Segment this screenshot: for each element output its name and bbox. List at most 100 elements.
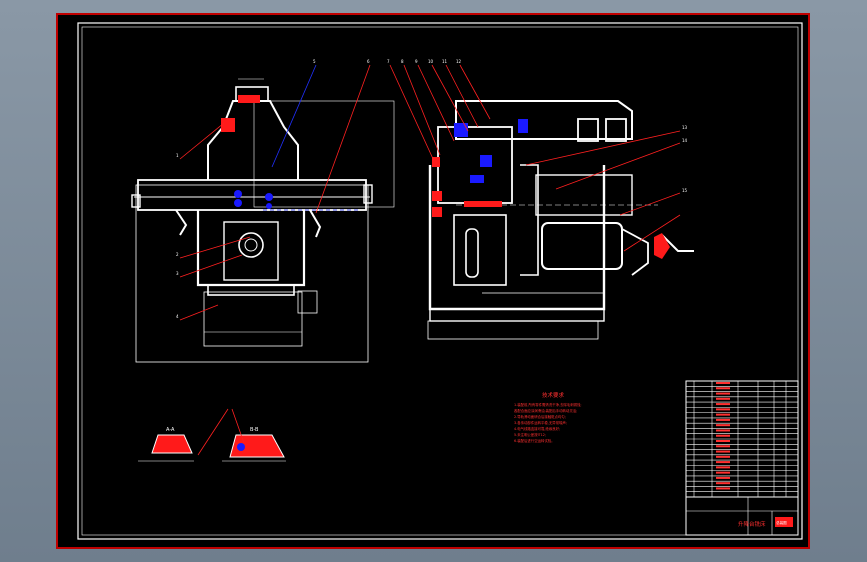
section-a-label: A-A — [166, 427, 175, 433]
part-red-top — [238, 95, 260, 103]
gear-hub — [244, 238, 258, 252]
section-a — [151, 434, 193, 454]
bom-cell-mark — [716, 408, 730, 411]
part-red-3 — [432, 157, 440, 167]
leader-13 — [555, 142, 681, 190]
bom-cell-mark — [716, 392, 730, 395]
leader-14 — [619, 192, 681, 216]
leader-12 — [525, 130, 681, 166]
bom-cell-mark — [716, 455, 730, 458]
stamp-box — [775, 517, 793, 527]
part-red-head — [221, 118, 235, 132]
bom-cell-mark — [716, 418, 730, 421]
leader-2 — [179, 122, 225, 160]
part-number: 14 — [682, 138, 688, 143]
drawing-name: 升降台铣床 — [738, 520, 766, 528]
part-blue-3 — [265, 193, 273, 201]
leader-4 — [179, 254, 243, 278]
bom-cell-mark — [716, 424, 730, 427]
drawing-canvas: A-A B-B 1 2 3 4 5 6 7 8 9 10 11 12 13 14… — [77, 22, 803, 540]
part-number: 11 — [442, 59, 448, 64]
part-number: 15 — [682, 188, 688, 193]
part-red-4 — [432, 191, 442, 201]
leader-5 — [179, 304, 219, 321]
part-number: 10 — [428, 59, 434, 64]
bom-cell-mark — [716, 450, 730, 453]
bom-rows — [686, 382, 798, 493]
bom-cell-mark — [716, 434, 730, 437]
leader-1 — [315, 64, 371, 214]
bom-cell-mark — [716, 382, 730, 384]
part-blue-8 — [518, 119, 528, 133]
bom-cell-mark — [716, 429, 730, 432]
side-leaders — [389, 64, 681, 252]
tech-req-line: 5.未注明公差按IT12; — [514, 432, 546, 437]
lower-box — [453, 214, 507, 286]
section-b-blue — [237, 443, 245, 451]
bom-cell-mark — [716, 397, 730, 400]
tech-req-line: 6.装配后进行空运转试验。 — [514, 438, 555, 443]
leader-6 — [389, 64, 435, 162]
part-blue-4 — [266, 203, 272, 209]
leader-10 — [445, 64, 479, 128]
front-base-rect — [203, 291, 303, 347]
technical-requirements: 技术要求 1.装配前,所有零件需清洗干净,去除毛刺锈蚀; 各配合面应涂润滑油,装… — [514, 391, 582, 443]
knee-side — [520, 164, 539, 276]
part-number: 6 — [367, 59, 370, 64]
column-body — [428, 165, 606, 311]
bom-cell-mark — [716, 482, 730, 485]
part-blue-6 — [480, 155, 492, 167]
part-number: 9 — [415, 59, 418, 64]
column-foot — [427, 320, 599, 340]
bom-cell-mark — [716, 487, 730, 490]
motor — [541, 222, 623, 270]
bom-frame — [685, 380, 799, 536]
leader-11 — [459, 64, 491, 120]
part-number: 2 — [176, 252, 179, 257]
tech-req-line: 4.电气线路连接可靠,绝缘良好; — [514, 426, 560, 431]
handwheel-right — [309, 209, 322, 238]
bom-cell-mark — [716, 476, 730, 479]
leader-8 — [417, 64, 455, 142]
column-base — [429, 308, 605, 322]
leader-blue — [271, 64, 317, 168]
part-number: 1 — [176, 153, 179, 158]
bom-cell-mark — [716, 387, 730, 390]
section-details: A-A B-B — [138, 408, 286, 462]
base-plate — [207, 284, 295, 296]
spindle-head — [207, 100, 299, 180]
bom-cell-mark — [716, 445, 730, 448]
front-view — [131, 78, 395, 363]
leader-9 — [431, 64, 469, 132]
table-end-left — [131, 194, 141, 208]
side-colored-parts — [432, 119, 670, 259]
table-side — [535, 174, 633, 216]
gear-circle — [238, 232, 264, 258]
bom-cell-mark — [716, 461, 730, 464]
part-blue-5 — [454, 123, 468, 137]
bom-cell-mark — [716, 471, 730, 474]
part-number: 8 — [401, 59, 404, 64]
arm-support-2 — [605, 118, 627, 142]
bom-cell-mark — [716, 413, 730, 416]
knee-inner — [223, 221, 279, 281]
part-red-handwheel — [654, 233, 670, 259]
front-side-box — [297, 290, 318, 314]
tech-req-line: 3.各传动部件运转平稳,无异常噪声; — [514, 420, 567, 425]
tech-req-line: 2.导轨滑动面研合后接触斑点均匀; — [514, 414, 566, 419]
tech-req-lines: 1.装配前,所有零件需清洗干净,去除毛刺锈蚀; 各配合面应涂润滑油,装配后手动转… — [514, 402, 582, 443]
bom-cell-mark — [716, 466, 730, 469]
section-b-label: B-B — [250, 427, 259, 433]
part-number: 3 — [176, 271, 179, 276]
tech-req-title: 技术要求 — [542, 391, 565, 399]
part-number: 12 — [456, 59, 462, 64]
part-number-labels: 1 2 3 4 5 6 7 8 9 10 11 12 13 14 15 — [176, 59, 688, 319]
part-red-6 — [464, 201, 502, 207]
table-end-right — [363, 184, 373, 204]
part-number: 7 — [387, 59, 390, 64]
handwheel-left — [175, 209, 188, 236]
drawing-sheet: A-A B-B 1 2 3 4 5 6 7 8 9 10 11 12 13 14… — [56, 13, 810, 549]
tech-req-line: 1.装配前,所有零件需清洗干净,去除毛刺锈蚀; — [514, 402, 582, 407]
stamp-text: 总装图 — [776, 520, 787, 525]
